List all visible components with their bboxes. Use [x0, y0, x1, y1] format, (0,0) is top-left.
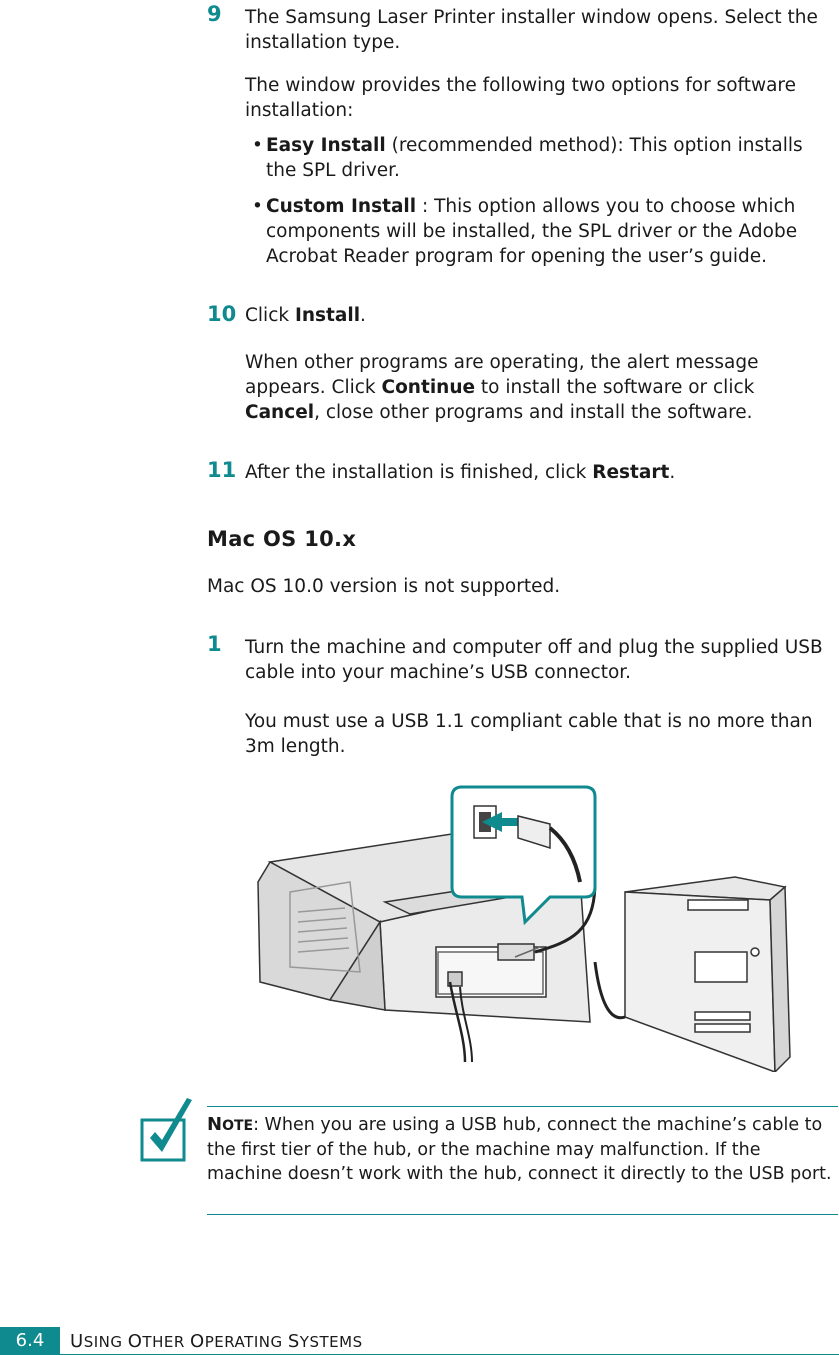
option-name: Custom Install: [266, 196, 417, 217]
step-subtext: The window provides the following two op…: [245, 75, 797, 121]
usb-port-callout: [450, 785, 597, 926]
step-number: 10: [207, 302, 237, 326]
step-subtext: When other programs are operating, the a…: [245, 352, 759, 423]
note-text: NOTE: When you are using a USB hub, conn…: [207, 1114, 832, 1184]
bullet-easy-install: • Easy Install (recommended method): Thi…: [252, 133, 835, 183]
usb-connection-illustration: [257, 785, 791, 1072]
bullet-dot: •: [252, 135, 263, 156]
note-bottom-rule: [207, 1214, 838, 1215]
option-name: Easy Install: [266, 135, 386, 156]
section-heading: Mac OS 10.x: [207, 527, 357, 551]
section-intro: Mac OS 10.0 version is not supported.: [207, 576, 561, 597]
step-number: 11: [207, 458, 237, 482]
step-text: Click Install.: [245, 305, 366, 326]
checkmark-note-icon: [140, 1098, 192, 1162]
step-number: 9: [207, 2, 222, 26]
step-number: 1: [207, 632, 222, 656]
step-text: Turn the machine and computer off and pl…: [245, 637, 823, 683]
note-top-rule: [207, 1106, 838, 1107]
step-subtext: You must use a USB 1.1 compliant cable t…: [245, 711, 813, 757]
step-text: The Samsung Laser Printer installer wind…: [245, 7, 818, 53]
option-desc: (recommended method): This option instal…: [266, 135, 803, 181]
computer-tower-illustration: [624, 876, 791, 1072]
chapter-title: USING OTHER OPERATING SYSTEMS: [70, 1331, 363, 1352]
bullet-custom-install: • Custom Install : This option allows yo…: [252, 194, 835, 269]
step-text: After the installation is finished, clic…: [245, 462, 676, 483]
option-desc: : This option allows you to choose which…: [266, 196, 798, 267]
page-number: 6.4: [0, 1327, 60, 1355]
bullet-dot: •: [252, 196, 263, 217]
